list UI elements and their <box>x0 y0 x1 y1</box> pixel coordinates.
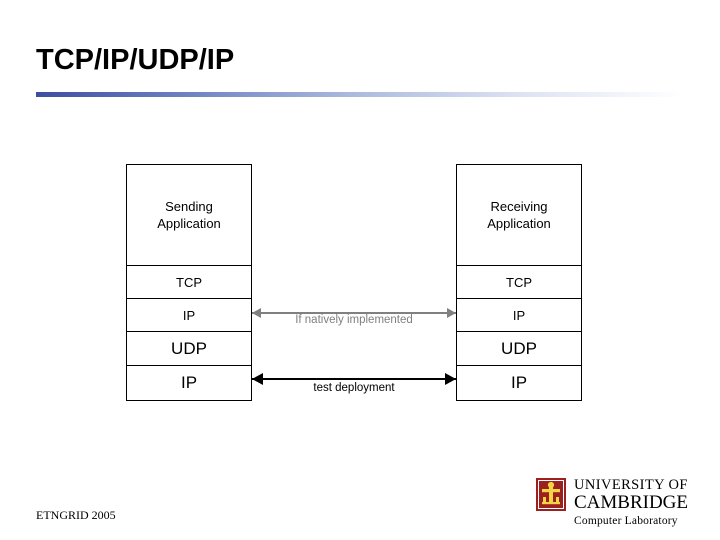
sending-application-line1: Sending <box>165 199 213 214</box>
sending-application-line2: Application <box>157 216 221 231</box>
footer-label: ETNGRID 2005 <box>36 508 116 522</box>
native-arrow-head-right <box>447 308 456 318</box>
native-arrow-label: If natively implemented <box>295 314 413 326</box>
test-arrow-head-left <box>252 373 263 385</box>
sending-stack-layer-tcp: TCP <box>127 266 251 299</box>
receiving-stack: Receiving Application TCP IP UDP IP <box>456 164 582 401</box>
receiving-stack-layer-application: Receiving Application <box>457 165 581 266</box>
logo-line-university-of: UNIVERSITY OF <box>574 477 688 493</box>
sending-stack-layer-ip-bottom: IP <box>127 366 251 400</box>
sending-stack-layer-application: Sending Application <box>127 165 251 266</box>
test-arrow-head-right <box>445 373 456 385</box>
receiving-stack-layer-udp: UDP <box>457 332 581 366</box>
native-arrow-head-left <box>252 308 261 318</box>
test-arrow-line <box>252 378 456 380</box>
test-arrow-label: test deployment <box>313 382 395 394</box>
logo-line-computer-laboratory: Computer Laboratory <box>574 515 678 527</box>
receiving-stack-layer-tcp: TCP <box>457 266 581 299</box>
logo-line-cambridge: CAMBRIDGE <box>574 492 689 513</box>
sending-stack-layer-ip-top: IP <box>127 299 251 332</box>
receiving-stack-layer-ip-bottom: IP <box>457 366 581 400</box>
page-title: TCP/IP/UDP/IP <box>36 44 235 76</box>
receiving-stack-layer-ip-top: IP <box>457 299 581 332</box>
receiving-application-line1: Receiving <box>490 199 548 214</box>
native-arrow-line <box>252 312 456 314</box>
sending-stack: Sending Application TCP IP UDP IP <box>126 164 252 401</box>
cambridge-logo: UNIVERSITY OF CAMBRIDGE Computer Laborat… <box>536 477 692 527</box>
cambridge-wordmark: UNIVERSITY OF CAMBRIDGE Computer Laborat… <box>574 477 688 529</box>
university-crest-icon <box>536 478 566 511</box>
receiving-application-line2: Application <box>487 216 551 231</box>
sending-stack-layer-udp: UDP <box>127 332 251 366</box>
title-divider <box>36 92 684 97</box>
